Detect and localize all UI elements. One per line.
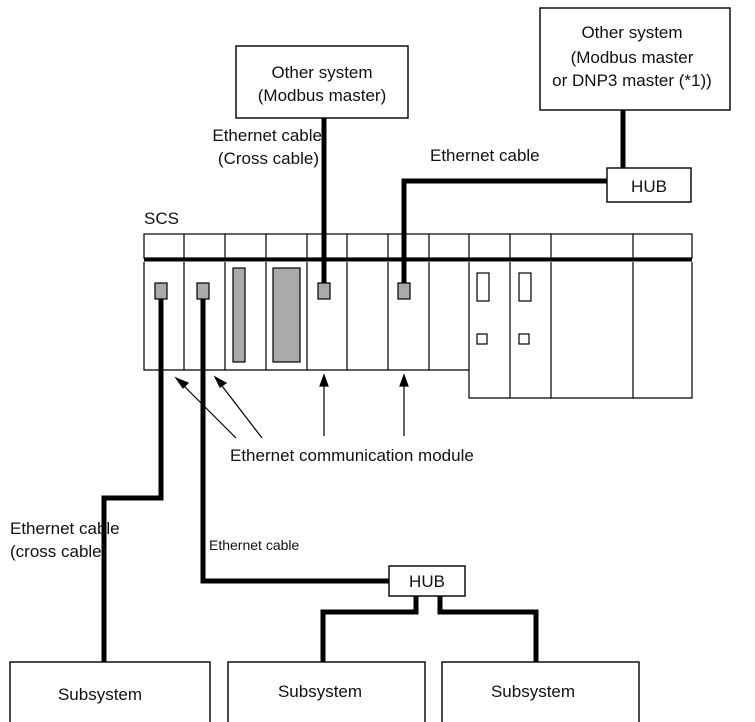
ethernet-cable-cross-lower-line2: (cross cable) <box>10 542 107 561</box>
hub-bottom-box <box>388 565 466 597</box>
other-system-modbus-box <box>235 45 409 119</box>
indicator-square-1 <box>476 333 488 345</box>
ethernet-communication-module-label: Ethernet communication module <box>230 446 474 465</box>
subsystem-box-2 <box>227 661 426 722</box>
other-system-2-line3: or DNP3 master (*1)) <box>552 71 712 90</box>
other-system-1-line2: (Modbus master) <box>258 86 386 105</box>
indicator-tall-2 <box>518 272 532 302</box>
ethernet-port-4 <box>397 282 411 300</box>
hub-top-box <box>606 167 692 203</box>
ethernet-cable-lower-label: Ethernet cable <box>209 537 299 553</box>
subsystem-label-2: Subsystem <box>278 682 362 701</box>
thick-cables-bottom <box>101 299 539 662</box>
other-system-modbus-dnp3-box <box>539 7 731 111</box>
ethernet-port-1 <box>154 282 168 300</box>
subsystem-box-3 <box>441 661 640 722</box>
ethernet-port-3 <box>317 282 331 300</box>
scs-rack <box>143 233 693 399</box>
module-slot-gray-thin <box>232 267 246 363</box>
hub-top-label: HUB <box>631 177 667 196</box>
other-system-2-line2: (Modbus master <box>571 48 694 67</box>
indicator-square-2 <box>518 333 530 345</box>
ethernet-cable-cross-line2: (Cross cable) <box>218 149 319 168</box>
scs-label: SCS <box>144 209 179 228</box>
hub-bottom-label: HUB <box>409 572 445 591</box>
subsystem-label-1: Subsystem <box>58 685 142 704</box>
ethernet-cable-cross-lower-line1: Ethernet cable <box>10 519 120 538</box>
subsystem-label-3: Subsystem <box>491 682 575 701</box>
rack-components <box>154 267 532 363</box>
ethernet-cable-top-right-label: Ethernet cable <box>430 146 540 165</box>
indicator-tall-1 <box>476 272 490 302</box>
module-arrows <box>174 373 409 439</box>
other-system-1-line1: Other system <box>271 63 372 82</box>
subsystem-box-1 <box>9 661 211 722</box>
ethernet-cable-cross-line1: Ethernet cable <box>212 126 322 145</box>
ethernet-port-2 <box>196 282 210 300</box>
thick-cables-top <box>321 110 626 283</box>
other-system-2-line1: Other system <box>581 23 682 42</box>
module-slot-gray-wide <box>272 267 301 363</box>
